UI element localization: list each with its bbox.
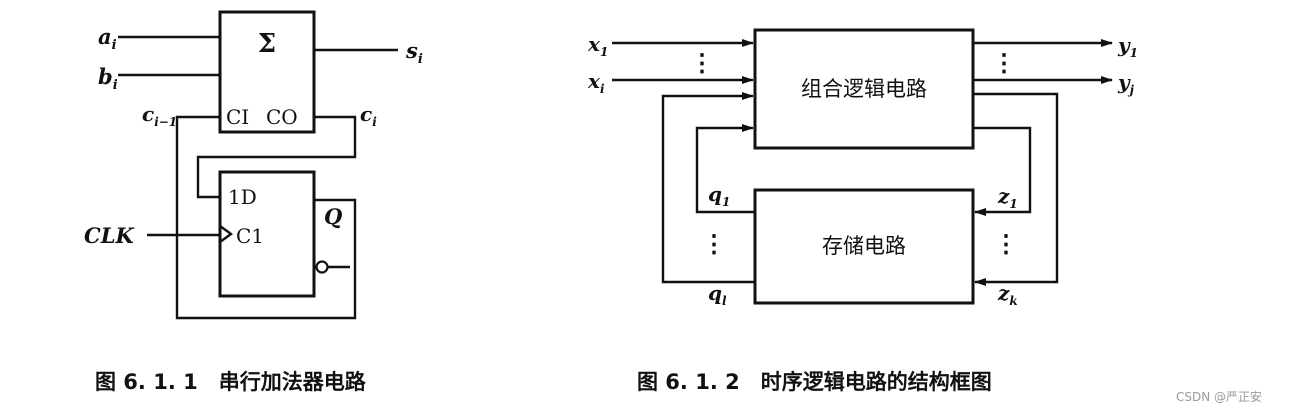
yj-label: yj: [1117, 70, 1135, 97]
q-output-label: Q: [324, 204, 342, 229]
combinational-block: [753, 28, 975, 150]
ql-feedback-arrow: [661, 92, 755, 284]
input-vdots: ⋮: [690, 48, 714, 77]
z1-label: z1: [997, 184, 1018, 211]
carry-in-label: ci−1: [142, 102, 177, 129]
co-pin-label: CO: [266, 105, 298, 129]
qbar-bubble: [315, 260, 329, 274]
z1-excitation-arrow: [973, 126, 1032, 216]
sigma-symbol: Σ: [258, 29, 276, 59]
d-flipflop-block: [218, 170, 316, 298]
y1-label: y1: [1117, 33, 1138, 60]
sum-output-label: si: [405, 38, 423, 67]
watermark: CSDN @严正安: [1176, 389, 1262, 404]
carry-out-label: ci: [360, 102, 377, 129]
serial-adder-figure: Σ CI CO ai bi si ci−1 ci 1D C1 Q CLK 图 6…: [84, 10, 423, 394]
fig2-caption: 图 6. 1. 2 时序逻辑电路的结构框图: [637, 370, 992, 394]
zk-excitation-arrow: [973, 92, 1059, 286]
q-feedback-wire: [175, 115, 357, 320]
carry-to-d-wire: [196, 115, 357, 199]
output-vdots: ⋮: [992, 48, 1016, 77]
c1-pin-label: C1: [236, 224, 264, 248]
q-vdots: ⋮: [702, 229, 726, 258]
d-pin-label: 1D: [228, 185, 257, 209]
fig1-caption: 图 6. 1. 1 串行加法器电路: [95, 370, 367, 394]
ql-label: ql: [708, 281, 727, 308]
ci-pin-label: CI: [226, 105, 249, 129]
q1-label: q1: [708, 182, 730, 209]
adder-block: [218, 10, 316, 134]
xi-label: xi: [587, 69, 605, 96]
memory-block: [753, 188, 975, 305]
sequential-structure-figure: 组合逻辑电路 存储电路 x1 xi ⋮ y1 yj ⋮ q1 ql ⋮ z1 z…: [587, 28, 1138, 394]
input-a-label: ai: [98, 24, 117, 53]
x1-label: x1: [587, 32, 608, 59]
z-vdots: ⋮: [994, 229, 1018, 258]
clock-triangle: [219, 225, 234, 243]
memory-label: 存储电路: [822, 234, 906, 258]
combinational-label: 组合逻辑电路: [801, 77, 927, 101]
input-b-label: bi: [98, 64, 118, 93]
clk-label: CLK: [84, 223, 134, 248]
zk-label: zk: [997, 281, 1018, 308]
q1-feedback-arrow: [695, 124, 755, 214]
